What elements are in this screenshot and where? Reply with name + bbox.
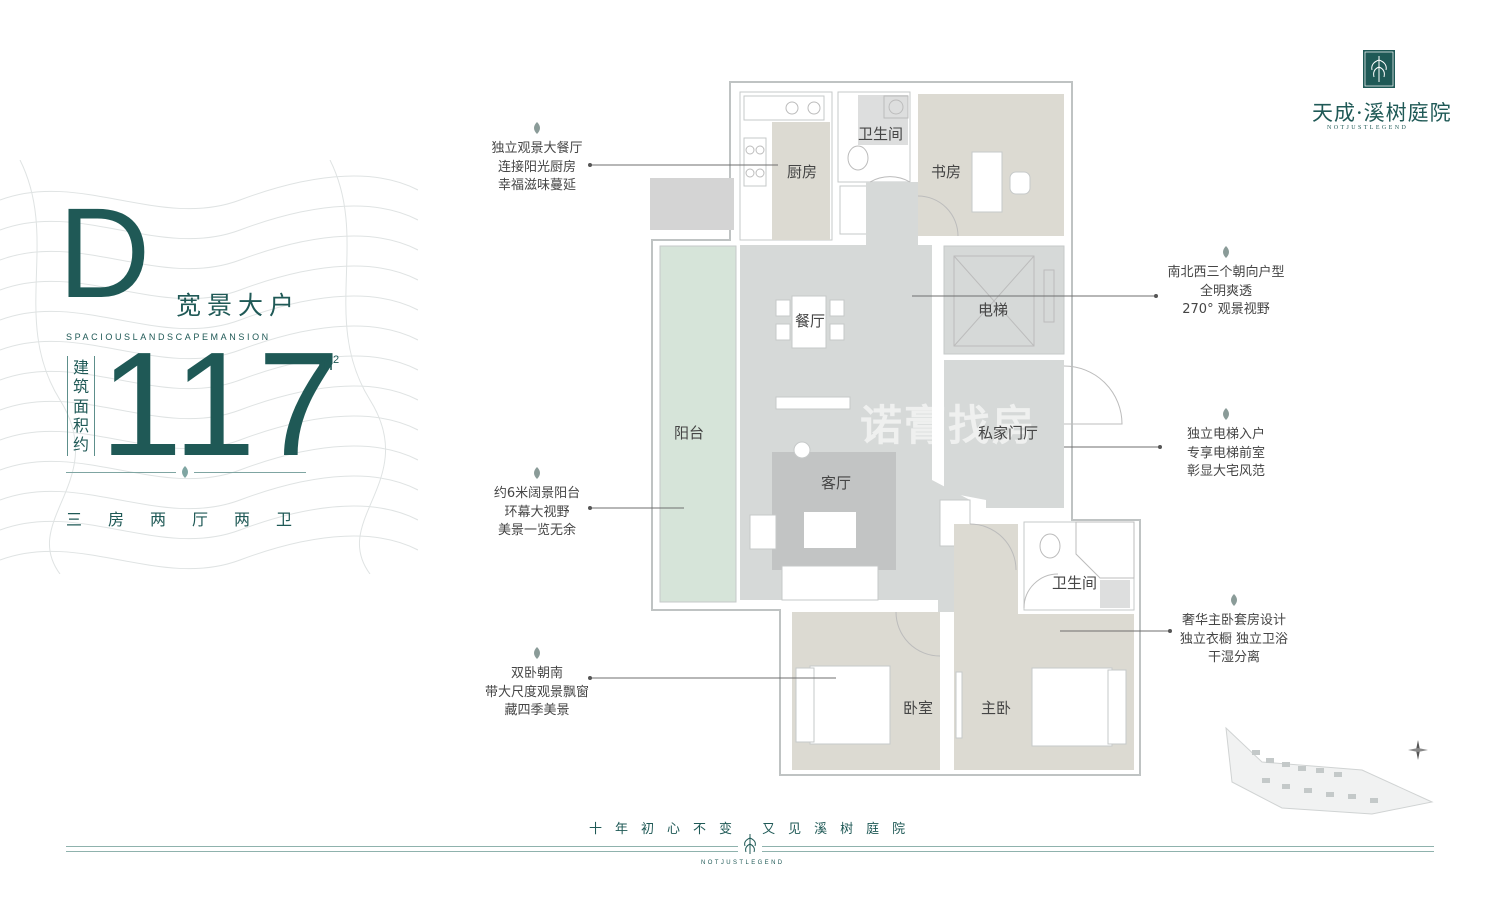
room-count: 三房两厅两卫	[66, 510, 319, 529]
callout-elevator: 独立电梯入户专享电梯前室彰显大宅风范	[1156, 408, 1296, 482]
divider-line	[194, 472, 306, 473]
callout-balcony: 约6米阔景阳台环幕大视野美景一览无余	[467, 467, 607, 541]
room-kitchen: 厨房	[787, 163, 818, 181]
room-balcony: 阳台	[674, 424, 705, 442]
room-bedroom: 卧室	[903, 699, 934, 717]
wave-pattern	[0, 160, 418, 574]
room-living: 客厅	[821, 474, 852, 492]
room-dining: 餐厅	[795, 312, 826, 330]
unit-name: 宽景大户	[176, 291, 301, 320]
leaf-icon	[744, 834, 756, 854]
leaf-icon	[1231, 594, 1237, 606]
brand-name: 天成·溪树庭院	[1312, 101, 1452, 125]
leaf-icon	[182, 466, 188, 478]
area-label: 建 筑 面 积 约	[67, 356, 95, 456]
bottom-rule	[66, 851, 738, 852]
leaf-icon	[534, 647, 540, 659]
brand-name-en: NOTJUSTLEGEND	[1327, 125, 1409, 131]
leaf-icon	[534, 467, 540, 479]
callout-dining: 独立观景大餐厅连接阳光厨房幸福滋味蔓延	[467, 122, 607, 196]
slogan: 十年初心不变 又见溪树庭院	[589, 822, 919, 837]
room-foyer: 私家门厅	[978, 424, 1039, 442]
slogan-en: NOTJUSTLEGEND	[701, 860, 785, 866]
leaf-icon	[1223, 408, 1229, 420]
area-unit: m2	[318, 354, 340, 374]
compass-icon	[1408, 740, 1428, 760]
unit-letter: D	[58, 182, 151, 325]
divider-line	[66, 472, 176, 473]
room-master: 主卧	[981, 699, 1012, 717]
bottom-rule	[66, 846, 738, 847]
watermark: 诺膏找房	[860, 401, 1037, 450]
bottom-rule	[762, 846, 1434, 847]
site-map	[1225, 726, 1434, 815]
bottom-rule	[762, 851, 1434, 852]
room-elevator: 电梯	[978, 301, 1009, 319]
leaf-icon	[1223, 246, 1229, 258]
area-value: 117	[100, 322, 342, 487]
room-bath-bottom: 卫生间	[1052, 574, 1098, 592]
callout-master: 奢华主卧套房设计独立衣橱 独立卫浴干湿分离	[1164, 594, 1304, 668]
leaf-icon	[534, 122, 540, 134]
brand-logo-icon	[1363, 50, 1395, 88]
room-study: 书房	[931, 163, 962, 181]
unit-name-en: SPACIOUSLANDSCAPEMANSION	[66, 332, 271, 342]
room-bath-top: 卫生间	[858, 125, 904, 143]
callout-bedrooms: 双卧朝南带大尺度观景飘窗藏四季美景	[467, 647, 607, 721]
